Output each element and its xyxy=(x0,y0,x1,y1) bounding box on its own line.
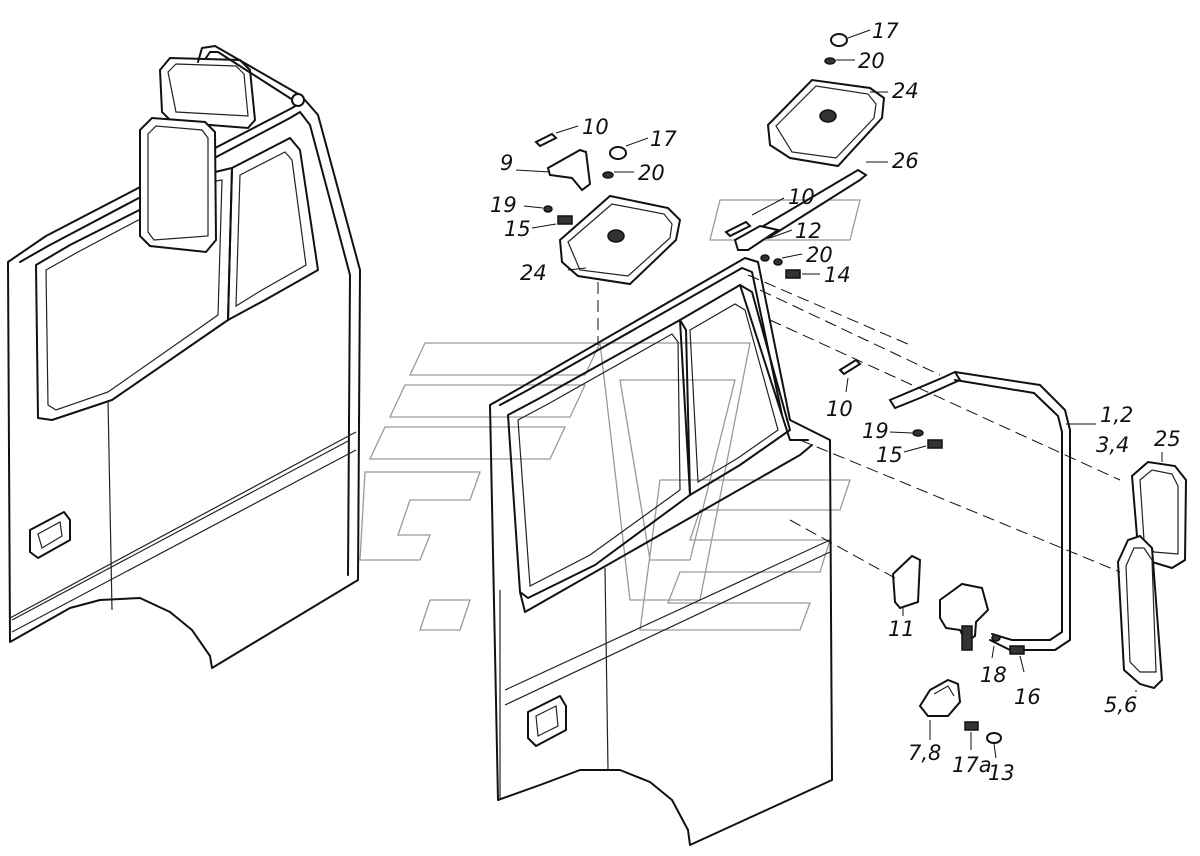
label-10-mid: 10 xyxy=(788,185,815,209)
label-5-6: 5,6 xyxy=(1104,693,1137,717)
part-14 xyxy=(785,269,820,279)
label-11: 11 xyxy=(888,617,915,641)
part-5-6 xyxy=(1116,534,1164,690)
part-7-8 xyxy=(918,678,962,740)
label-7-8: 7,8 xyxy=(908,741,941,765)
label-10-upper: 10 xyxy=(582,115,609,139)
part-mirror-bracket-1-4 xyxy=(888,370,1096,651)
label-14: 14 xyxy=(824,263,851,287)
label-17a: 17a xyxy=(952,753,992,777)
label-17-mid: 17 xyxy=(650,127,677,151)
label-20-upper: 20 xyxy=(638,161,665,185)
part-20-top xyxy=(824,57,855,65)
label-20-mid: 20 xyxy=(806,243,833,267)
part-18 xyxy=(991,634,1001,659)
label-25: 25 xyxy=(1154,427,1181,451)
label-19-upper: 19 xyxy=(490,193,517,217)
label-1-2: 1,2 xyxy=(1100,403,1133,427)
left-door-assembly xyxy=(7,45,361,669)
part-10-upper xyxy=(534,125,579,148)
part-17-mid xyxy=(609,137,649,160)
label-16: 16 xyxy=(1014,685,1041,709)
part-17a xyxy=(964,721,979,750)
part-20-upper xyxy=(602,171,634,179)
label-18: 18 xyxy=(980,663,1007,687)
label-9: 9 xyxy=(500,151,513,175)
label-13: 13 xyxy=(988,761,1015,785)
label-24-top: 24 xyxy=(892,79,919,103)
label-19-lower: 19 xyxy=(862,419,889,443)
part-15-lower xyxy=(903,439,943,453)
label-15-lower: 15 xyxy=(876,443,903,467)
part-labels: 17 20 24 10 17 9 20 26 19 10 15 12 20 24… xyxy=(490,19,1181,785)
label-15-upper: 15 xyxy=(504,217,531,241)
part-24-mid xyxy=(558,194,682,286)
part-20-mid xyxy=(760,253,803,266)
label-20-top: 20 xyxy=(858,49,885,73)
part-19-upper xyxy=(523,205,553,213)
part-13 xyxy=(986,732,1002,759)
part-24-top xyxy=(766,78,888,168)
label-3-4: 3,4 xyxy=(1096,433,1129,457)
part-9 xyxy=(515,148,592,192)
part-16 xyxy=(1009,645,1025,673)
part-19-lower xyxy=(889,429,924,437)
part-10-mid xyxy=(724,197,785,238)
part-10-lower xyxy=(838,358,862,393)
part-12 xyxy=(733,224,793,251)
label-26: 26 xyxy=(892,149,919,173)
label-12: 12 xyxy=(795,219,822,243)
part-15-upper xyxy=(531,215,573,229)
label-10-lower: 10 xyxy=(826,397,853,421)
right-door-assembly xyxy=(489,257,833,846)
part-11 xyxy=(891,554,922,616)
part-17-top xyxy=(830,29,871,47)
assembly-lines xyxy=(597,274,1121,579)
part-mirror-clamp xyxy=(939,582,990,651)
label-24-mid: 24 xyxy=(520,261,547,285)
label-17-top: 17 xyxy=(872,19,899,43)
